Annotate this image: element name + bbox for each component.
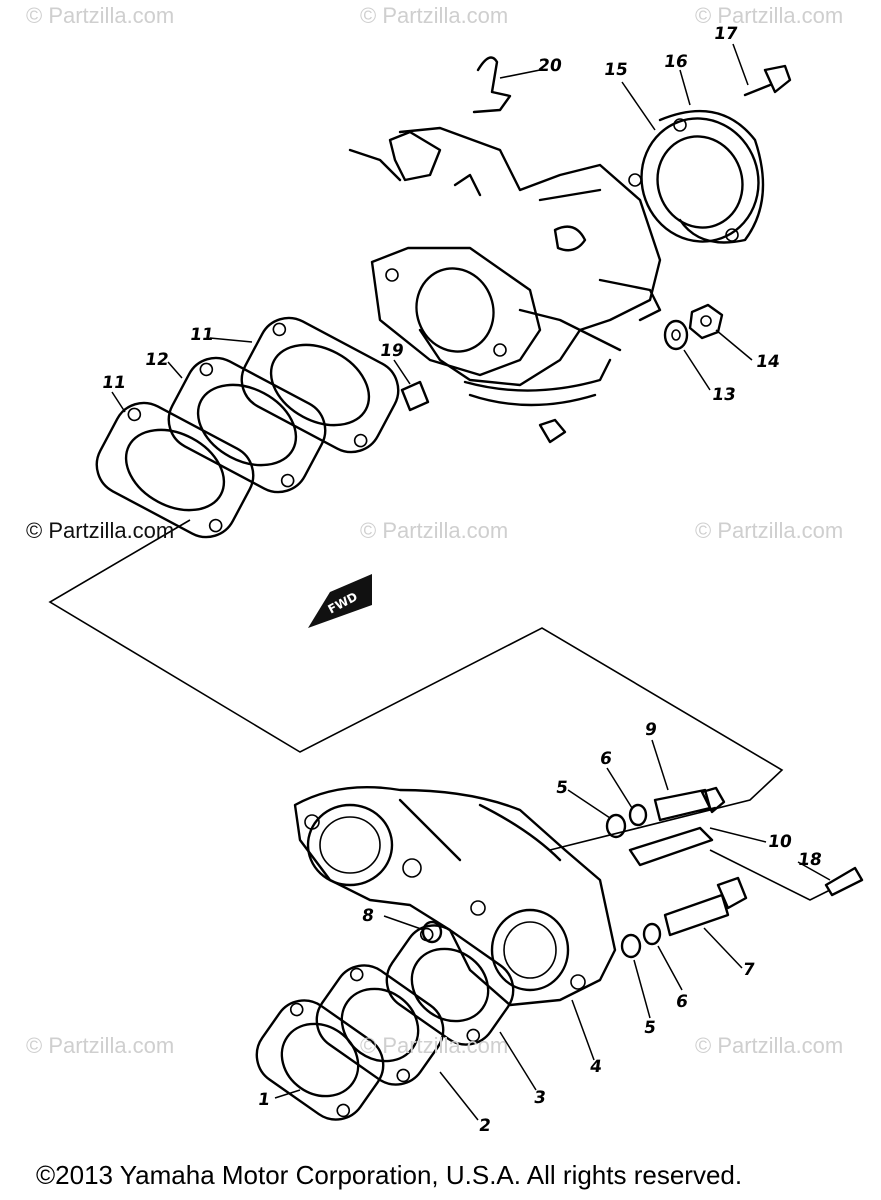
spacer-part-19 bbox=[400, 380, 430, 412]
bolt-part-17 bbox=[743, 64, 792, 97]
callout-11-upper: 11 bbox=[188, 325, 216, 345]
carburetor bbox=[348, 126, 662, 444]
assembly-outline bbox=[48, 519, 831, 901]
callout-11-lower: 11 bbox=[100, 373, 128, 393]
callout-15: 15 bbox=[602, 60, 630, 80]
watermark: © Partzilla.com bbox=[26, 1033, 175, 1058]
callout-17: 17 bbox=[712, 24, 740, 44]
watermark: © Partzilla.com bbox=[695, 3, 844, 28]
nut-washer-13-14 bbox=[663, 303, 724, 351]
callout-20: 20 bbox=[536, 56, 564, 76]
clip-part-20 bbox=[472, 56, 541, 114]
watermark: © Partzilla.com bbox=[695, 1033, 844, 1058]
watermark: © Partzilla.com bbox=[695, 518, 844, 543]
fasteners-upper-right bbox=[605, 786, 726, 867]
gasket-set-lower bbox=[255, 924, 515, 1121]
copyright-notice: ©2013 Yamaha Motor Corporation, U.S.A. A… bbox=[36, 1160, 743, 1190]
callout-14: 14 bbox=[754, 352, 782, 372]
fwd-arrow bbox=[308, 574, 372, 628]
air-filter-flange-16 bbox=[628, 109, 765, 244]
watermark: © Partzilla.com bbox=[360, 1033, 509, 1058]
watermark: © Partzilla.com bbox=[360, 518, 509, 543]
callout-13: 13 bbox=[710, 385, 738, 405]
intake-manifold-part-4 bbox=[293, 785, 617, 1007]
callout-19: 19 bbox=[378, 341, 406, 361]
callout-18: 18 bbox=[796, 850, 824, 870]
watermark: © Partzilla.com bbox=[360, 3, 509, 28]
fasteners-lower-right bbox=[421, 866, 864, 959]
callout-16: 16 bbox=[662, 52, 690, 72]
watermark: © Partzilla.com bbox=[26, 518, 175, 543]
callout-10: 10 bbox=[766, 832, 794, 852]
callout-12: 12 bbox=[143, 350, 171, 370]
gasket-set-upper bbox=[95, 316, 400, 539]
watermark: © Partzilla.com bbox=[26, 3, 175, 28]
